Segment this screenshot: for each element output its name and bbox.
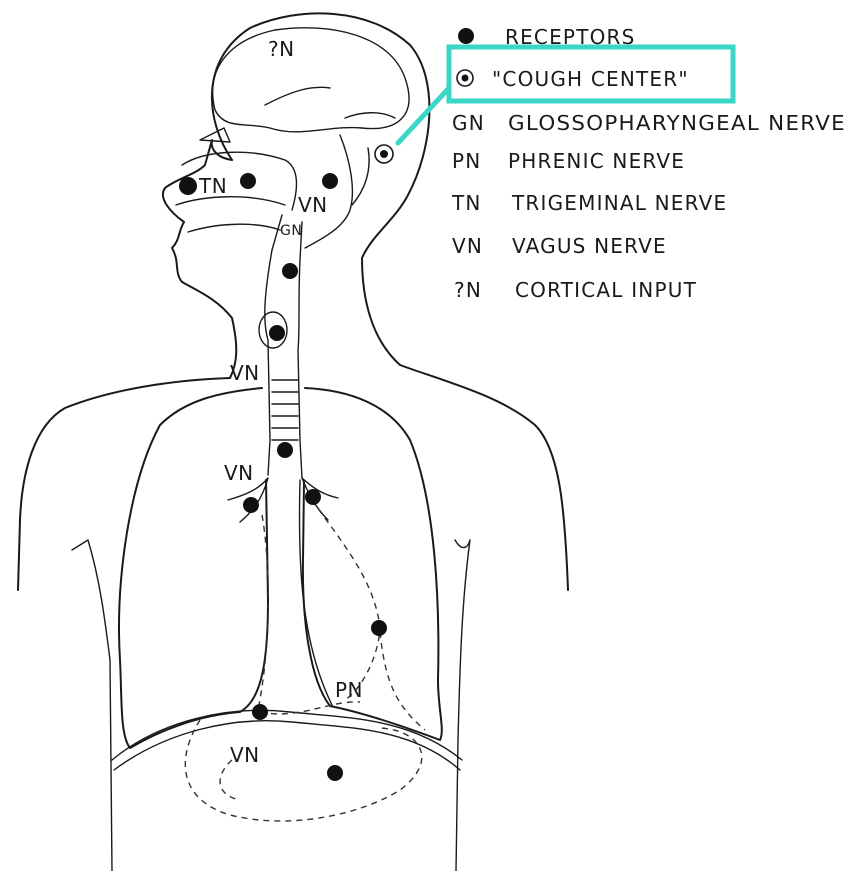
nerve-labels: ?N TN VN GN VN VN PN VN <box>198 37 363 767</box>
legend: RECEPTORS "COUGH CENTER" GN GLOSSOPHARYN… <box>451 25 846 302</box>
legend-gn-abbr: GN <box>452 111 485 135</box>
legend-qn-abbr: ?N <box>454 278 482 302</box>
cough-center-marker <box>375 145 393 163</box>
receptor-diaphragm <box>252 704 268 720</box>
legend-tn-label: TRIGEMINAL NERVE <box>511 191 727 215</box>
label-vagus-larynx: VN <box>230 361 260 385</box>
receptor-bronchus-left <box>243 497 259 513</box>
receptor-ear <box>322 173 338 189</box>
legend-cough-center-icon <box>457 70 473 86</box>
receptor-trachea <box>277 442 293 458</box>
legend-receptor-icon <box>458 28 474 44</box>
legend-tn-abbr: TN <box>451 191 482 215</box>
receptor-pharynx <box>282 263 298 279</box>
label-vagus-abdomen: VN <box>230 743 260 767</box>
receptor-nose <box>179 177 197 195</box>
receptor-larynx <box>269 325 285 341</box>
legend-pn-abbr: PN <box>452 149 481 173</box>
legend-vn-label: VAGUS NERVE <box>512 234 667 258</box>
label-glossopharyngeal: GN <box>280 223 302 239</box>
label-trigeminal: TN <box>198 174 227 198</box>
label-vagus-pharynx: VN <box>298 193 328 217</box>
legend-vn-abbr: VN <box>452 234 483 258</box>
receptor-nasopharynx <box>240 173 256 189</box>
receptor-stomach <box>327 765 343 781</box>
airway-outline <box>228 215 338 705</box>
receptor-esophagus <box>371 620 387 636</box>
label-phrenic: PN <box>335 678 363 702</box>
highlight-arrow <box>398 88 449 143</box>
legend-pn-label: PHRENIC NERVE <box>508 149 685 173</box>
receptor-bronchus-right <box>305 489 321 505</box>
legend-gn-label: GLOSSOPHARYNGEAL NERVE <box>508 111 846 135</box>
label-cortical: ?N <box>268 37 295 61</box>
legend-qn-label: CORTICAL INPUT <box>515 278 697 302</box>
legend-cough-center-label: "COUGH CENTER" <box>492 67 689 91</box>
label-vagus-carina: VN <box>224 461 254 485</box>
torso-outline <box>18 365 568 871</box>
